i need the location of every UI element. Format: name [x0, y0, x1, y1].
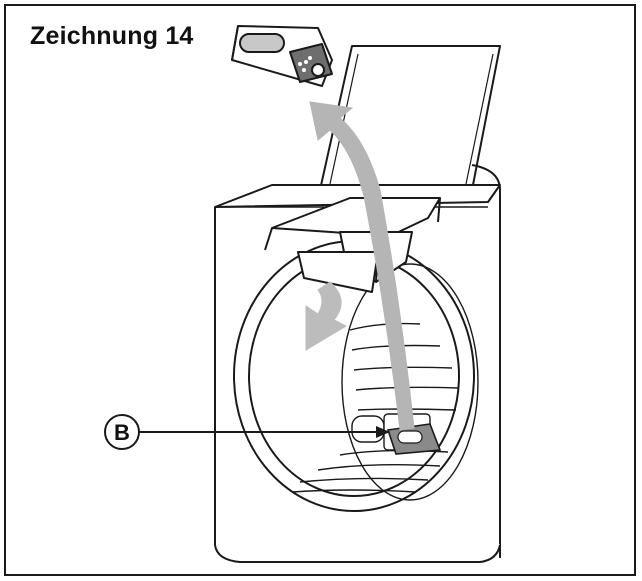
- figure-title: Zeichnung 14: [30, 22, 194, 50]
- washer-lid: [319, 45, 501, 191]
- drawer-in-drum: [386, 423, 442, 455]
- dispenser-flap: [297, 231, 413, 293]
- callout-label: B: [114, 420, 130, 445]
- down-arrow-icon: [305, 281, 348, 351]
- callout-b: B: [104, 414, 390, 450]
- lift-up-arrow-icon: [309, 101, 415, 431]
- dispenser-drawer-icon: [231, 25, 333, 87]
